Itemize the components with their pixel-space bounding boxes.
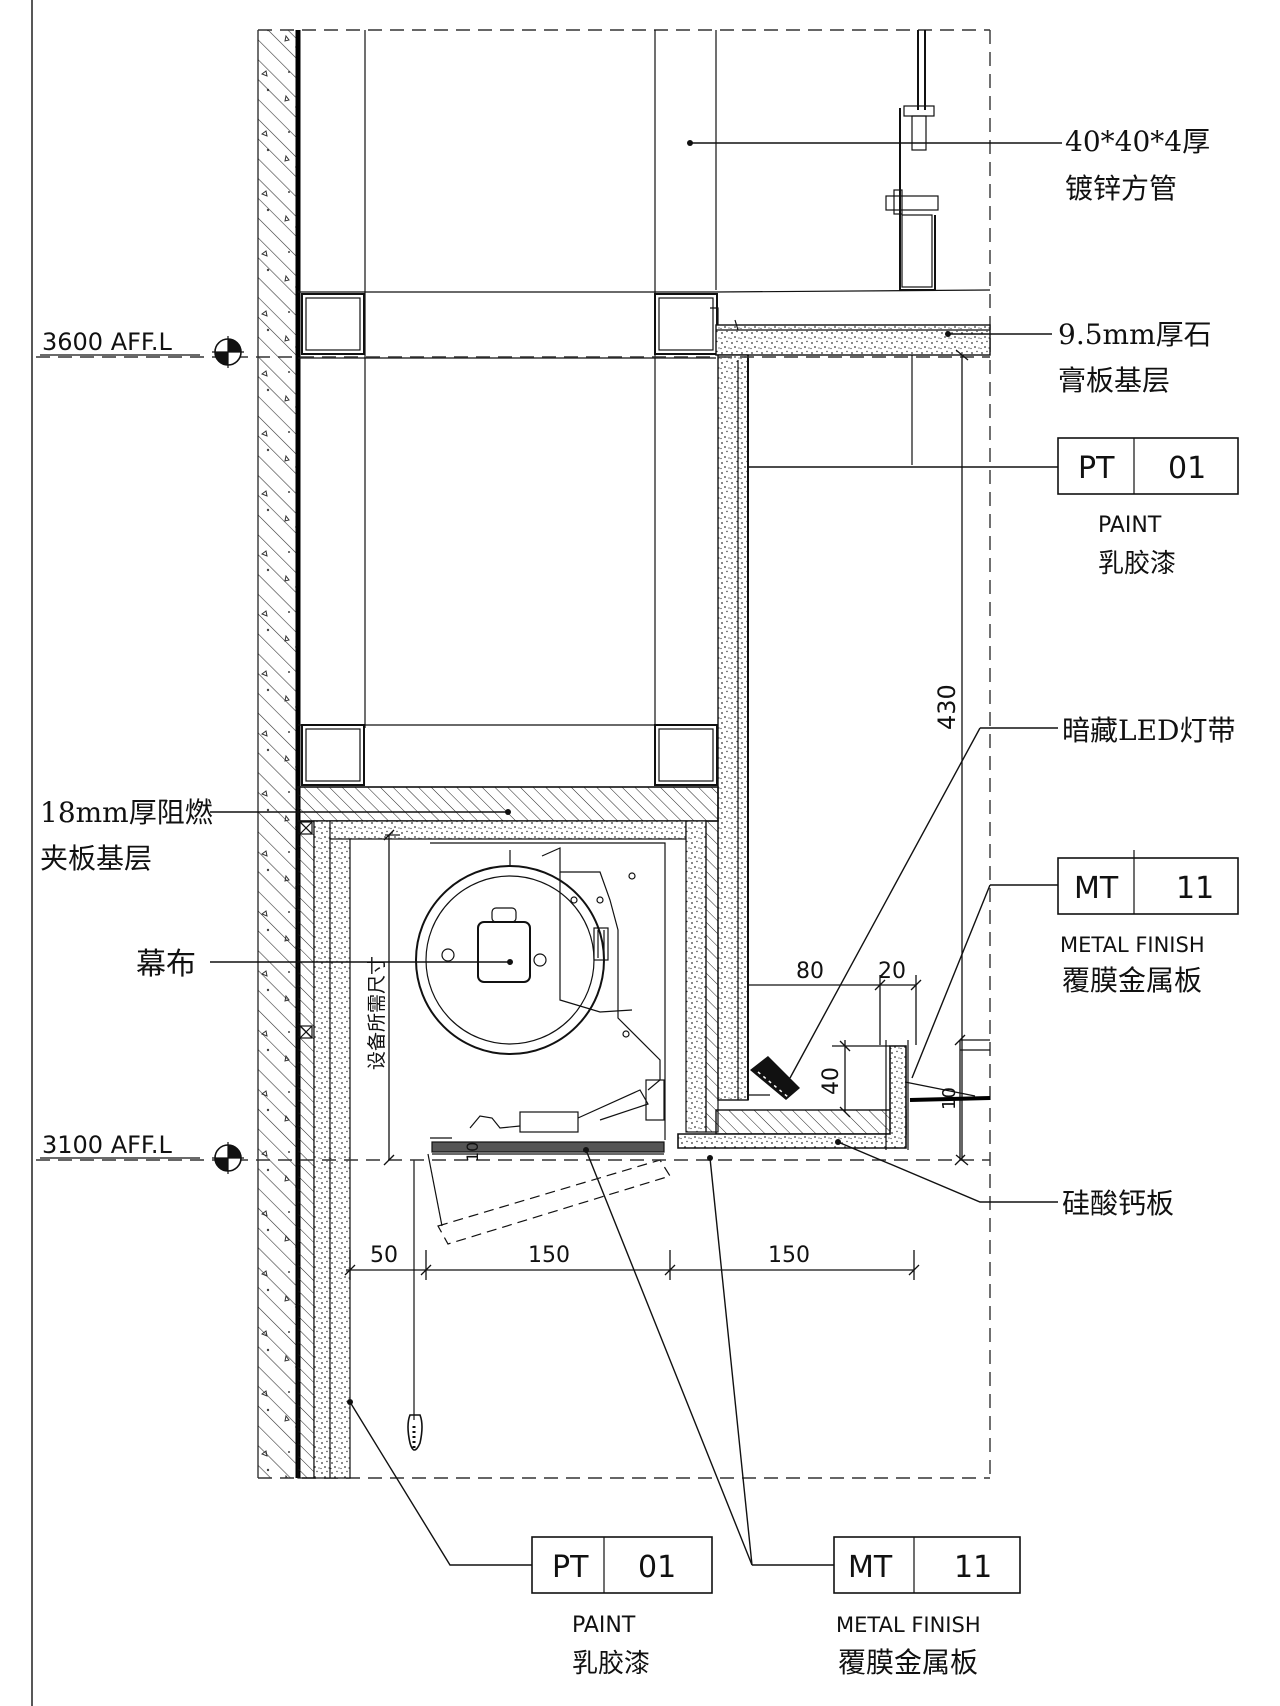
leader-steel-tube: 40*40*4厚 镀锌方管 [687, 125, 1210, 205]
square-tube [301, 724, 365, 786]
dim-10-right-label: 10 [939, 1087, 960, 1110]
steel-tube-line1: 40*40*4厚 [1065, 125, 1210, 158]
plywood-board [297, 786, 719, 822]
tag-mt-bottom-cn: 覆膜金属板 [838, 1646, 978, 1679]
concrete-wall [257, 30, 301, 1478]
leader-plywood: 18mm厚阻燃 夹板基层 [40, 796, 511, 875]
dimension-80-20: 80 20 [748, 959, 922, 1045]
tag-mt-right-cn: 覆膜金属板 [1062, 964, 1202, 997]
tag-mt-right-code: MT [1074, 871, 1119, 906]
tag-mt-bottom-num: 11 [954, 1550, 992, 1585]
tag-mt-bottom: MT 11 METAL FINISH 覆膜金属板 [833, 1536, 1021, 1679]
bulkhead-face [717, 354, 770, 1101]
dimension-10-right: 10 [904, 1034, 991, 1166]
level-marker-lower: 3100 AFF.L [40, 1131, 244, 1174]
tag-pt-bottom-num: 01 [638, 1550, 676, 1585]
tag-mt-right: MT 11 METAL FINISH 覆膜金属板 [1057, 850, 1239, 997]
dim-80-label: 80 [796, 959, 824, 984]
square-tube [301, 293, 365, 355]
dim-430-label: 430 [933, 684, 961, 730]
square-tube [654, 724, 718, 786]
tag-pt-top: PT 01 PAINT 乳胶漆 [1057, 437, 1239, 579]
leader-gypsum: 9.5mm厚石 膏板基层 [945, 318, 1212, 397]
dim-50-label: 50 [370, 1243, 398, 1268]
tag-pt-bottom-code: PT [552, 1550, 589, 1585]
tag-pt-top-code: PT [1078, 451, 1115, 486]
dim-150b-label: 150 [768, 1243, 810, 1268]
tag-mt-bottom-en: METAL FINISH [836, 1613, 981, 1637]
dimension-40: 40 [819, 1040, 890, 1118]
leader-mt-right [911, 884, 1058, 1079]
level-lines [36, 356, 990, 1161]
metal-finish-profile [677, 1040, 909, 1150]
hanger-bracket [885, 30, 939, 291]
led-strip [750, 1056, 800, 1103]
tag-pt-bottom: PT 01 PAINT 乳胶漆 [531, 1536, 713, 1679]
steel-frame [298, 30, 991, 786]
dimension-430: 430 [911, 349, 969, 1166]
leader-led: 暗藏LED灯带 [789, 714, 1235, 1079]
level-marker-upper: 3600 AFF.L [40, 328, 244, 368]
screen-roller-equipment [415, 842, 666, 1140]
bottom-shelf [715, 1109, 907, 1135]
leader-mt-bottom [583, 1147, 834, 1566]
dim-10-left-label: 10 [463, 1142, 482, 1162]
equipment-size-label: 设备所需尺寸 [366, 956, 388, 1070]
dim-20-label: 20 [878, 959, 906, 984]
screen-drop [407, 1153, 671, 1451]
plywood-line1: 18mm厚阻燃 [40, 796, 213, 829]
level-label-upper: 3600 AFF.L [42, 328, 173, 356]
tag-pt-top-en: PAINT [1098, 513, 1162, 538]
tag-pt-top-cn: 乳胶漆 [1098, 549, 1176, 579]
section-boundary [258, 29, 991, 1479]
tag-mt-right-num: 11 [1176, 871, 1214, 906]
gypsum-board [710, 307, 991, 356]
tag-pt-top-num: 01 [1168, 451, 1206, 486]
tag-pt-bottom-en: PAINT [572, 1613, 636, 1638]
dim-150a-label: 150 [528, 1243, 570, 1268]
dimension-equipment: 设备所需尺寸 [366, 829, 400, 1166]
box-top-lining [329, 820, 687, 840]
metal-strip-bottom [431, 1141, 665, 1155]
dim-40-label: 40 [819, 1067, 844, 1095]
tag-mt-bottom-code: MT [848, 1550, 893, 1585]
gypsum-line2: 膏板基层 [1058, 364, 1170, 397]
led-label: 暗藏LED灯带 [1062, 714, 1235, 747]
steel-tube-line2: 镀锌方管 [1065, 172, 1177, 205]
tag-mt-right-en: METAL FINISH [1060, 933, 1205, 957]
leader-curtain: 幕布 [136, 947, 513, 982]
left-lining [297, 820, 351, 1479]
plywood-line2: 夹板基层 [40, 842, 152, 875]
curtain-label: 幕布 [136, 947, 196, 982]
leader-pt-bottom [347, 1399, 532, 1566]
gypsum-line1: 9.5mm厚石 [1058, 318, 1212, 351]
dimension-bottom-chain: 50 150 150 [344, 1243, 920, 1280]
box-right-wall [685, 820, 719, 1133]
calcium-silicate-label: 硅酸钙板 [1062, 1187, 1174, 1220]
tag-pt-bottom-cn: 乳胶漆 [572, 1649, 650, 1679]
leader-calcium-silicate: 硅酸钙板 [835, 1139, 1174, 1220]
dimension-10-left: 10 [430, 1137, 482, 1162]
level-label-lower: 3100 AFF.L [42, 1131, 173, 1159]
square-tube [654, 293, 718, 355]
